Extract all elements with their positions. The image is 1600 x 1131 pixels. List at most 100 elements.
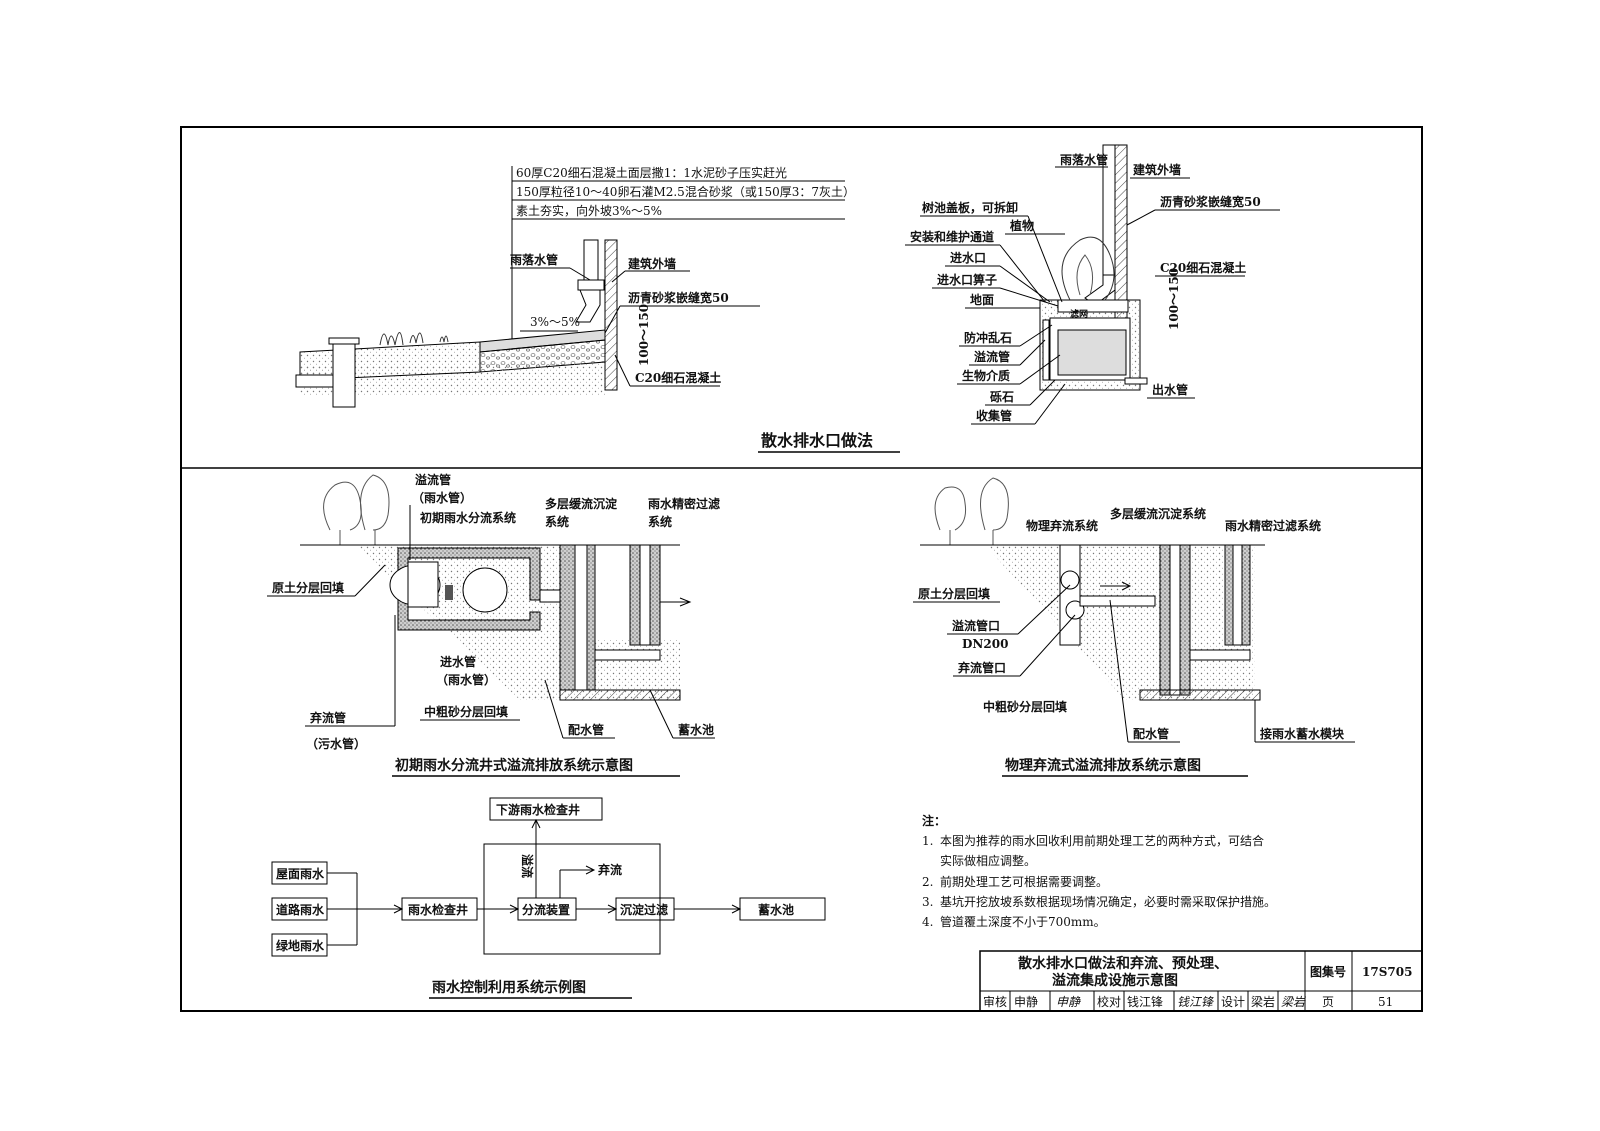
overflow-pipe-label: 溢流管 [974,349,1010,364]
tb-design-signature: 梁岩 [1281,995,1306,1009]
notes-heading: 注： [922,813,946,828]
plant-label: 植物 [1009,218,1034,233]
downstream-well: 下游雨水检查井 [496,802,580,817]
note-3-num: 3. [922,895,933,909]
flow-chart: 屋面雨水 道路雨水 绿地雨水 雨水检查井 分流装置 沉淀过滤 蓄水池 弃流 溢流 [271,797,826,957]
first-flush-label: 初期雨水分流系统 [420,510,516,525]
left-slope-label: 3%～5% [530,315,580,329]
settle-filter: 沉淀过滤 [620,902,668,917]
tb-reviewer: 申静 [1014,995,1038,1009]
dn-label: DN200 [962,637,1008,651]
sand-backfill-label: 中粗砂分层回填 [424,704,508,719]
tb-review: 审核 [983,994,1007,1009]
module-label: 接雨水蓄水模块 [1260,726,1345,741]
tb-designer: 梁岩 [1251,994,1275,1009]
inlet-pipe-label: 进水管 [440,654,476,669]
source-road: 道路雨水 [276,902,325,917]
note-1-cont: 实际做相应调整。 [940,853,1036,868]
note-1-num: 1. [922,834,933,848]
left-downpipe-label: 雨落水管 [510,252,558,267]
process-boundary [483,843,661,955]
filter-mesh-label: 滤网 [1070,308,1088,320]
title-block: 散水排水口做法和弃流、预处理、 溢流集成设施示意图 图集号 17S705 审核 … [979,950,1423,1012]
sediment-label-2: 系统 [545,514,569,529]
left-concrete-label: C20细石混凝土 [635,370,721,385]
mid-right-title: 物理弃流式溢流排放系统示意图 [1005,757,1201,774]
note-3-text: 基坑开挖放坡系数根据现场情况确定，必要时需采取保护措施。 [940,894,1276,909]
filter-label-2: 系统 [648,514,672,529]
first-flush-diagram: 溢流管 （雨水管） 初期雨水分流系统 多层缓流沉淀 系统 雨水精密过滤 系统 原… [267,472,720,751]
backfill-label: 原土分层回填 [272,580,344,595]
left-wall-label: 建筑外墙 [627,256,676,271]
layer-label-2: 150厚粒径10～40卵石灌M2.5混合砂浆（或150厚3：7灰土） [516,184,855,199]
inspection-well: 雨水检查井 [408,902,468,917]
note-2-text: 前期处理工艺可根据需要调整。 [940,874,1108,889]
outlet-label: 出水管 [1152,382,1188,397]
overflow-output: 溢流 [520,854,535,878]
ground-label: 地面 [970,292,994,307]
tb-review-signature: 申静 [1056,995,1081,1009]
discard-pipe-sub-label: （污水管） [306,736,366,751]
distribution-pipe-label: 配水管 [568,722,604,737]
tb-check-signature: 钱江锋 [1177,995,1214,1009]
outer-frame [180,126,1423,1012]
tb-title-1: 散水排水口做法和弃流、预处理、 [1018,955,1228,972]
left-dim-label: 100～150 [637,304,651,366]
filter-label-1: 雨水精密过滤 [648,496,720,511]
r-backfill-label: 原土分层回填 [918,586,990,601]
tank-label: 蓄水池 [678,722,714,737]
storage-tank: 蓄水池 [758,902,794,917]
discard-pipe-label: 弃流管 [310,710,346,725]
notes: 注： 1. 本图为推荐的雨水回收利用前期处理工艺的两种方式，可结合 实际做相应调… [922,813,1276,929]
overflow-label: 溢流管 [415,472,451,487]
right-wall-label: 建筑外墙 [1132,162,1181,177]
discard-output: 弃流 [598,862,622,877]
tb-check: 校对 [1097,994,1121,1009]
apron-section-drawing: 60厚C20细石混凝土面层撒1：1水泥砂子压实赶光 150厚粒径10～40卵石灌… [295,165,855,408]
overflow-sub-label: （雨水管） [412,490,472,505]
tb-page-label: 页 [1322,995,1334,1009]
right-joint-label: 沥青砂浆嵌缝宽50 [1160,194,1261,209]
splitter: 分流装置 [522,902,570,917]
note-4-num: 4. [922,915,933,929]
r-distribution-label: 配水管 [1133,726,1169,741]
stones-label: 防冲乱石 [964,330,1012,345]
tb-design: 设计 [1221,995,1245,1009]
right-downpipe-label: 雨落水管 [1060,152,1108,167]
gravel-label: 砾石 [990,389,1014,404]
top-section-title: 散水排水口做法 [761,431,873,450]
note-4-text: 管道覆土深度不小于700mm。 [940,914,1106,929]
tb-title-2: 溢流集成设施示意图 [1052,972,1178,989]
tb-checker: 钱江锋 [1127,994,1163,1009]
grate-label: 进水口箅子 [937,272,997,287]
media-label: 生物介质 [962,368,1010,383]
inlet-pipe-sub-label: （雨水管） [436,672,496,687]
note-1-text: 本图为推荐的雨水回收利用前期处理工艺的两种方式，可结合 [940,833,1264,848]
sediment-system-label: 多层缓流沉淀系统 [1110,506,1206,521]
mid-left-title: 初期雨水分流井式溢流排放系统示意图 [395,757,633,774]
note-2-num: 2. [922,875,933,889]
cover-label: 树池盖板，可拆卸 [922,200,1018,215]
left-joint-label: 沥青砂浆嵌缝宽50 [628,290,729,305]
physical-flush-diagram: 物理弃流系统 多层缓流沉淀系统 雨水精密过滤系统 原土分层回填 溢流管口 DN2… [913,477,1355,743]
sediment-label-1: 多层缓流沉淀 [545,496,618,511]
source-green: 绿地雨水 [276,938,325,953]
collector-label: 收集管 [976,408,1012,423]
tree-pit-drawing: 滤网 雨落水管 建筑外墙 沥青砂浆嵌缝宽50 C20细石混凝土 100～150 … [905,144,1280,425]
physical-flush-label: 物理弃流系统 [1026,518,1098,533]
discard-mouth-label: 弃流管口 [958,660,1006,675]
overflow-mouth-label: 溢流管口 [952,618,1000,633]
right-dim-label: 100～150 [1167,268,1181,330]
tb-atlas-label: 图集号 [1310,964,1346,979]
source-roof: 屋面雨水 [276,866,325,881]
tb-atlas-no: 17S705 [1362,965,1412,979]
tb-page-no: 51 [1378,995,1393,1009]
inlet-label: 进水口 [950,250,986,265]
flow-title: 雨水控制利用系统示例图 [432,979,586,996]
layer-label-3: 素土夯实，向外坡3%～5% [516,203,662,218]
right-concrete-label: C20细石混凝土 [1160,260,1246,275]
layer-label-1: 60厚C20细石混凝土面层撒1：1水泥砂子压实赶光 [516,165,787,180]
r-sand-label: 中粗砂分层回填 [983,699,1067,714]
filter-system-label: 雨水精密过滤系统 [1225,518,1321,533]
